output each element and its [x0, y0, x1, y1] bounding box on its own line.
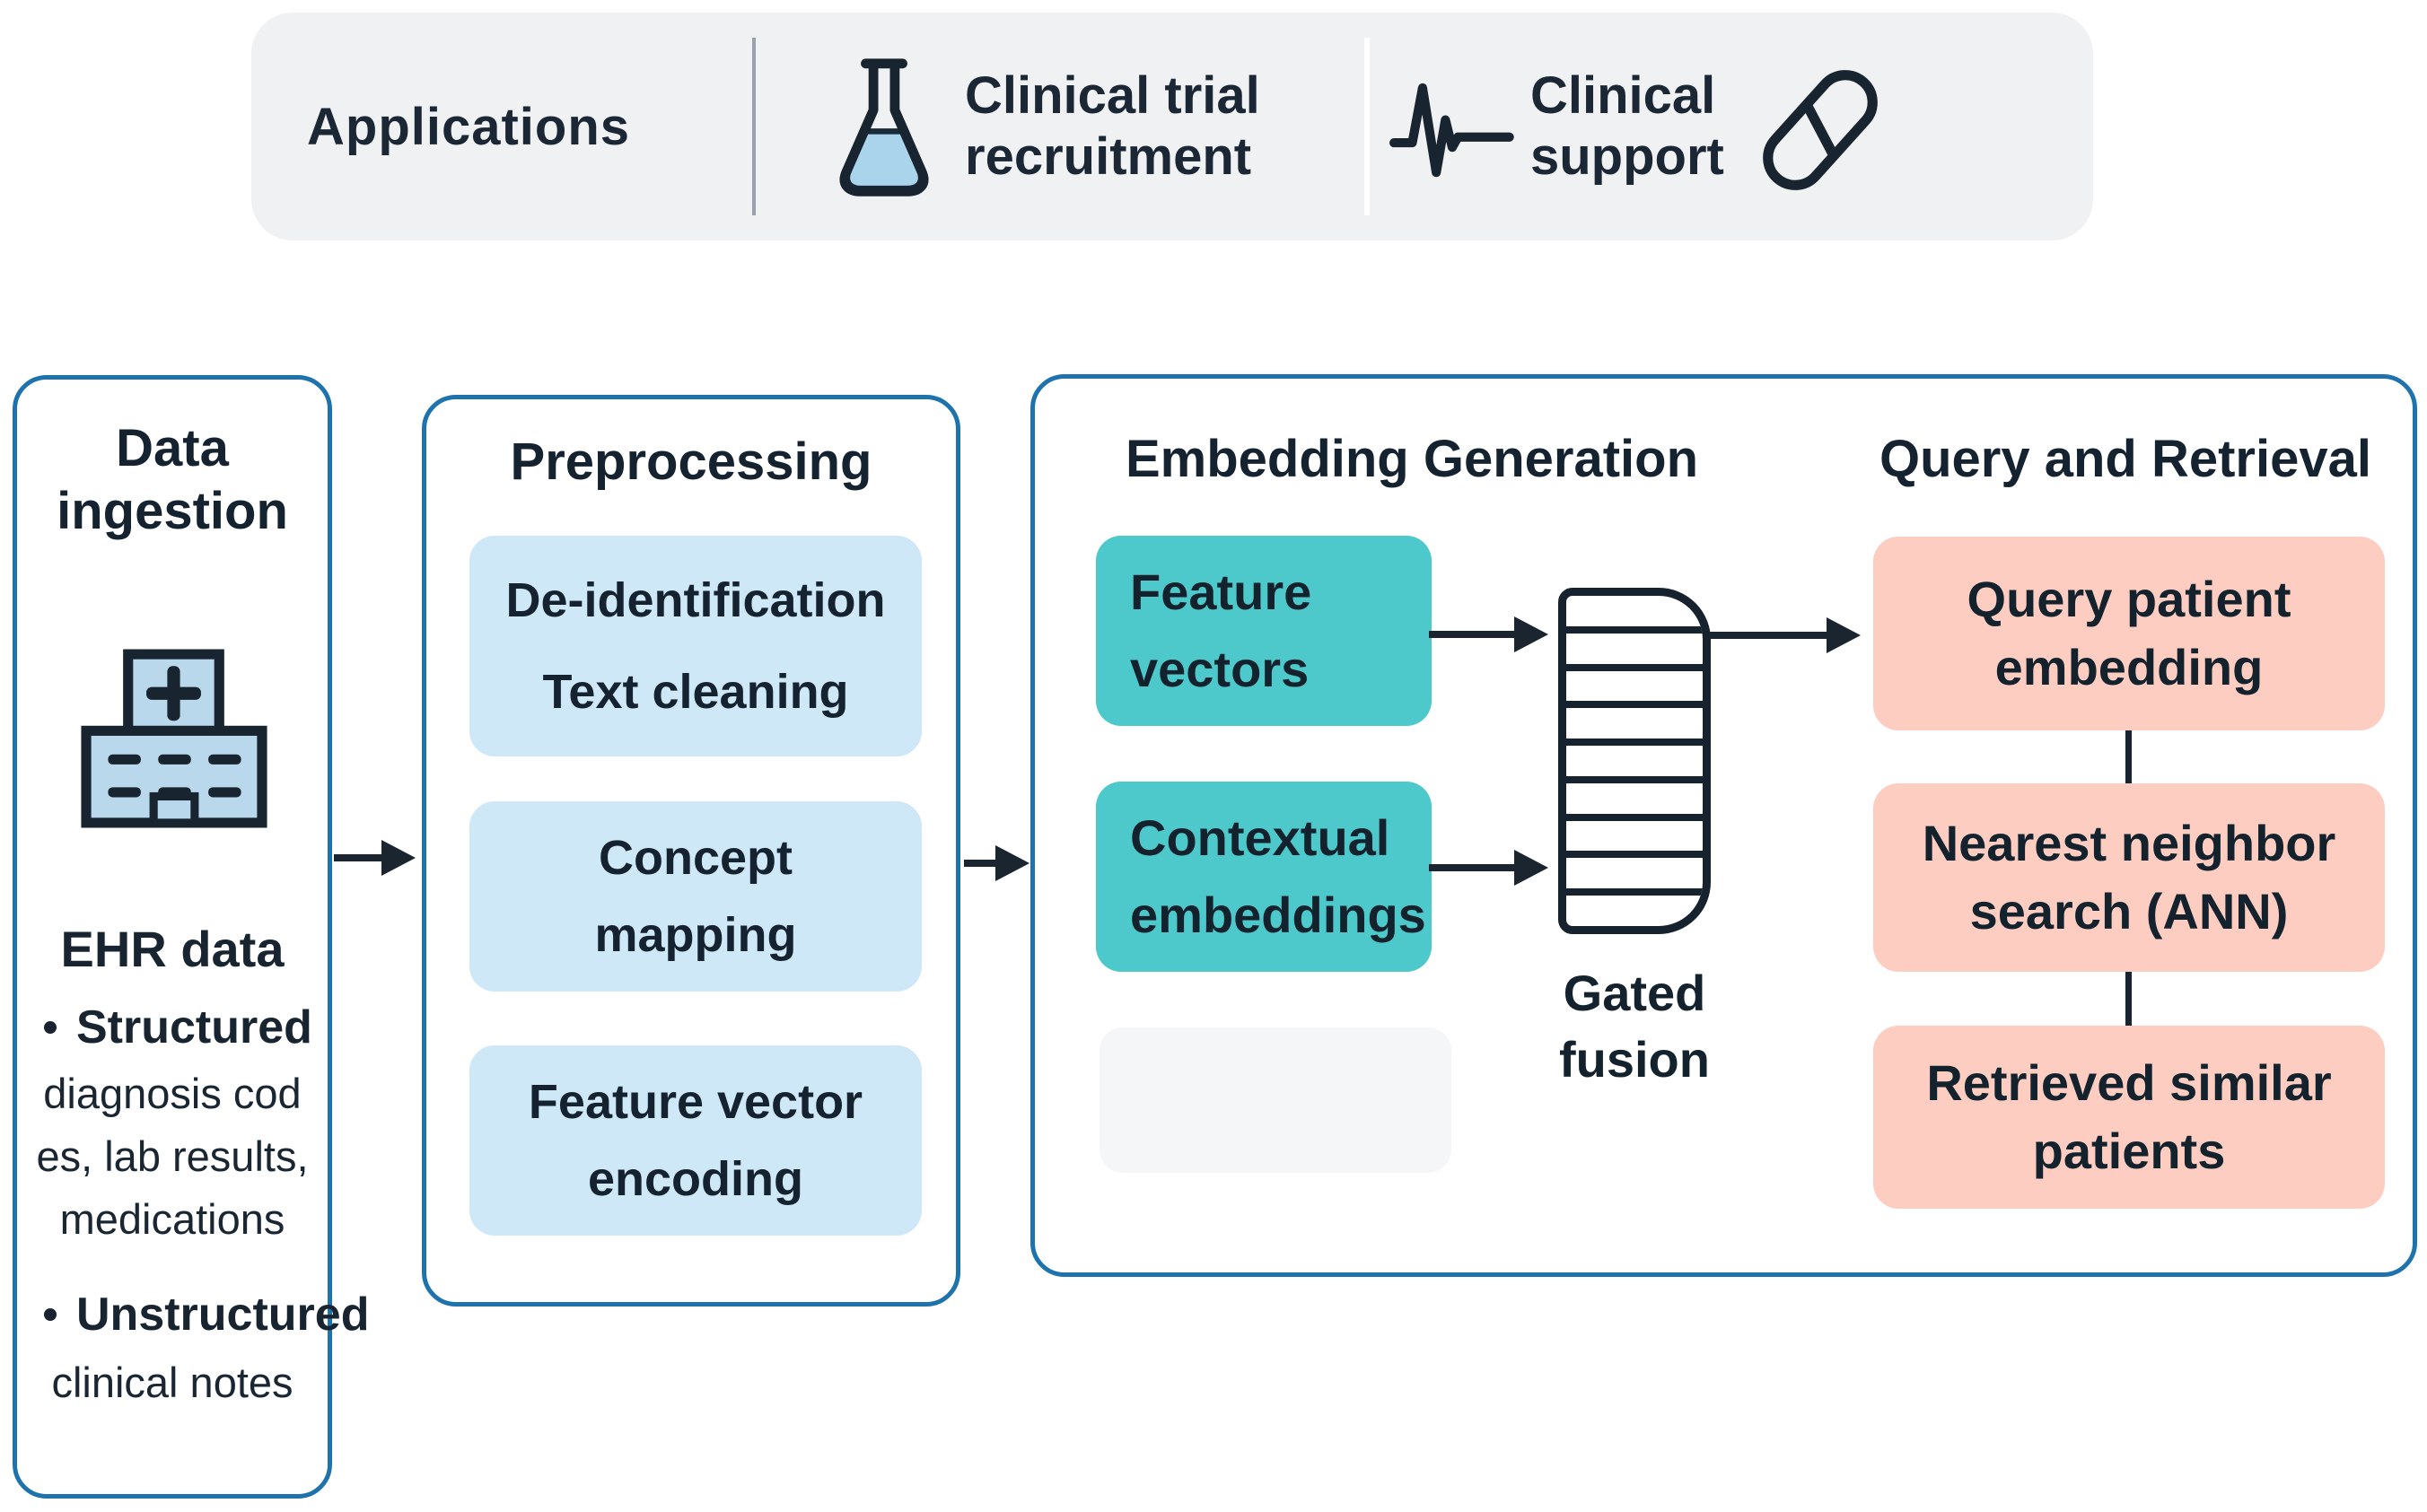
ehr-data-label: EHR data [60, 921, 285, 977]
structured-detail-line: es, lab results, [36, 1132, 309, 1180]
data-ingestion-title-line2: ingestion [57, 482, 288, 540]
teal-line: Feature [1130, 564, 1312, 620]
teal-line: embeddings [1130, 887, 1426, 943]
connector-line [2125, 972, 2132, 1026]
retrieved-similar-patients-box: Retrieved similar patients [1873, 1026, 2385, 1209]
step-deidentification-box: De-identification Text cleaning [469, 536, 922, 756]
flow-arrow-contextual-to-fusion [1429, 850, 1548, 886]
clinical-trial-line2: recruitment [965, 127, 1252, 186]
teal-line: Contextual [1130, 809, 1390, 866]
bullet-structured-label: Structured [76, 1001, 312, 1053]
structured-detail-line: medications [59, 1195, 285, 1243]
gated-fusion-cell [1566, 896, 1703, 926]
embedding-retrieval-panel: Embedding Generation Query and Retrieval… [1030, 374, 2417, 1277]
gated-fusion-cell [1566, 596, 1703, 634]
bullet-dot [44, 1021, 57, 1034]
bullet-structured: Structured [17, 1001, 328, 1054]
flask-icon [839, 58, 929, 197]
gated-fusion-cell [1566, 821, 1703, 859]
unstructured-detail-line: clinical notes [51, 1359, 294, 1406]
clinical-support-label: Clinical support [1530, 13, 1724, 240]
pink-line: Retrieved similar [1926, 1054, 2332, 1111]
contextual-embeddings-box: Contextual embeddings [1096, 782, 1432, 972]
step-line: mapping [594, 908, 797, 962]
clinical-support-line1: Clinical [1530, 66, 1716, 125]
gated-fusion-cell [1566, 671, 1703, 709]
pink-line: Nearest neighbor [1922, 815, 2336, 871]
teal-line: vectors [1130, 641, 1310, 697]
feature-vectors-box: Feature vectors [1096, 536, 1432, 726]
embedding-generation-title: Embedding Generation [1125, 430, 1699, 488]
pink-line: Query patient [1967, 571, 2291, 627]
gated-fusion-label: Gated fusion [1518, 960, 1751, 1093]
gated-fusion-label-line1: Gated [1563, 965, 1706, 1021]
step-line: Text cleaning [542, 665, 849, 719]
data-ingestion-title: Data ingestion [17, 417, 328, 543]
gated-fusion-cell [1566, 858, 1703, 896]
bullet-unstructured-label: Unstructured [76, 1289, 370, 1341]
ecg-icon [1389, 83, 1514, 178]
preprocessing-title: Preprocessing [510, 433, 872, 491]
bullet-dot [44, 1308, 57, 1321]
ghost-box [1100, 1027, 1451, 1173]
flow-arrow-fusion-to-query [1709, 617, 1861, 653]
bar-divider [752, 38, 756, 215]
clinical-support-line2: support [1530, 127, 1724, 186]
pink-line: patients [2032, 1123, 2226, 1179]
gated-fusion-cell [1566, 746, 1703, 783]
gated-fusion-cell [1566, 708, 1703, 747]
flow-arrow-ingestion-to-preprocessing [334, 840, 416, 876]
flow-arrow-features-to-fusion [1429, 616, 1548, 652]
bar-divider-light [1364, 38, 1370, 215]
step-feature-encoding-box: Feature vector encoding [469, 1045, 922, 1236]
hospital-icon [81, 649, 267, 828]
gated-fusion-label-line2: fusion [1559, 1031, 1710, 1088]
applications-label: Applications [307, 97, 631, 156]
data-ingestion-title-line1: Data [116, 419, 229, 477]
pink-line: embedding [1994, 639, 2264, 695]
step-line: Feature vector [528, 1075, 863, 1129]
step-line: encoding [588, 1152, 803, 1206]
gated-fusion-cell [1566, 634, 1703, 671]
flow-arrow-preprocessing-to-embedding [964, 845, 1030, 881]
clinical-trial-line1: Clinical trial [965, 66, 1260, 125]
step-line: De-identification [505, 573, 886, 627]
step-concept-mapping-box: Concept mapping [469, 801, 922, 992]
query-patient-embedding-box: Query patient embedding [1873, 537, 2385, 730]
capsule-icon [1763, 70, 1878, 190]
pink-line: search (ANN) [1969, 883, 2289, 940]
connector-line [2125, 730, 2132, 783]
query-retrieval-title: Query and Retrieval [1879, 430, 2371, 488]
clinical-trial-label: Clinical trial recruitment [965, 13, 1260, 240]
preprocessing-panel: Preprocessing De-identification Text cle… [422, 395, 960, 1307]
nearest-neighbor-search-box: Nearest neighbor search (ANN) [1873, 783, 2385, 972]
gated-fusion-cell [1566, 783, 1703, 821]
bullet-unstructured: Unstructured [17, 1288, 369, 1342]
structured-detail-line: diagnosis cod [43, 1070, 302, 1117]
applications-bar: Applications Clinical trial recruitment … [251, 13, 2093, 240]
data-ingestion-panel: Data ingestion EHR data Structured diagn… [13, 375, 369, 1499]
step-line: Concept [599, 831, 793, 885]
gated-fusion-stack [1558, 588, 1711, 934]
